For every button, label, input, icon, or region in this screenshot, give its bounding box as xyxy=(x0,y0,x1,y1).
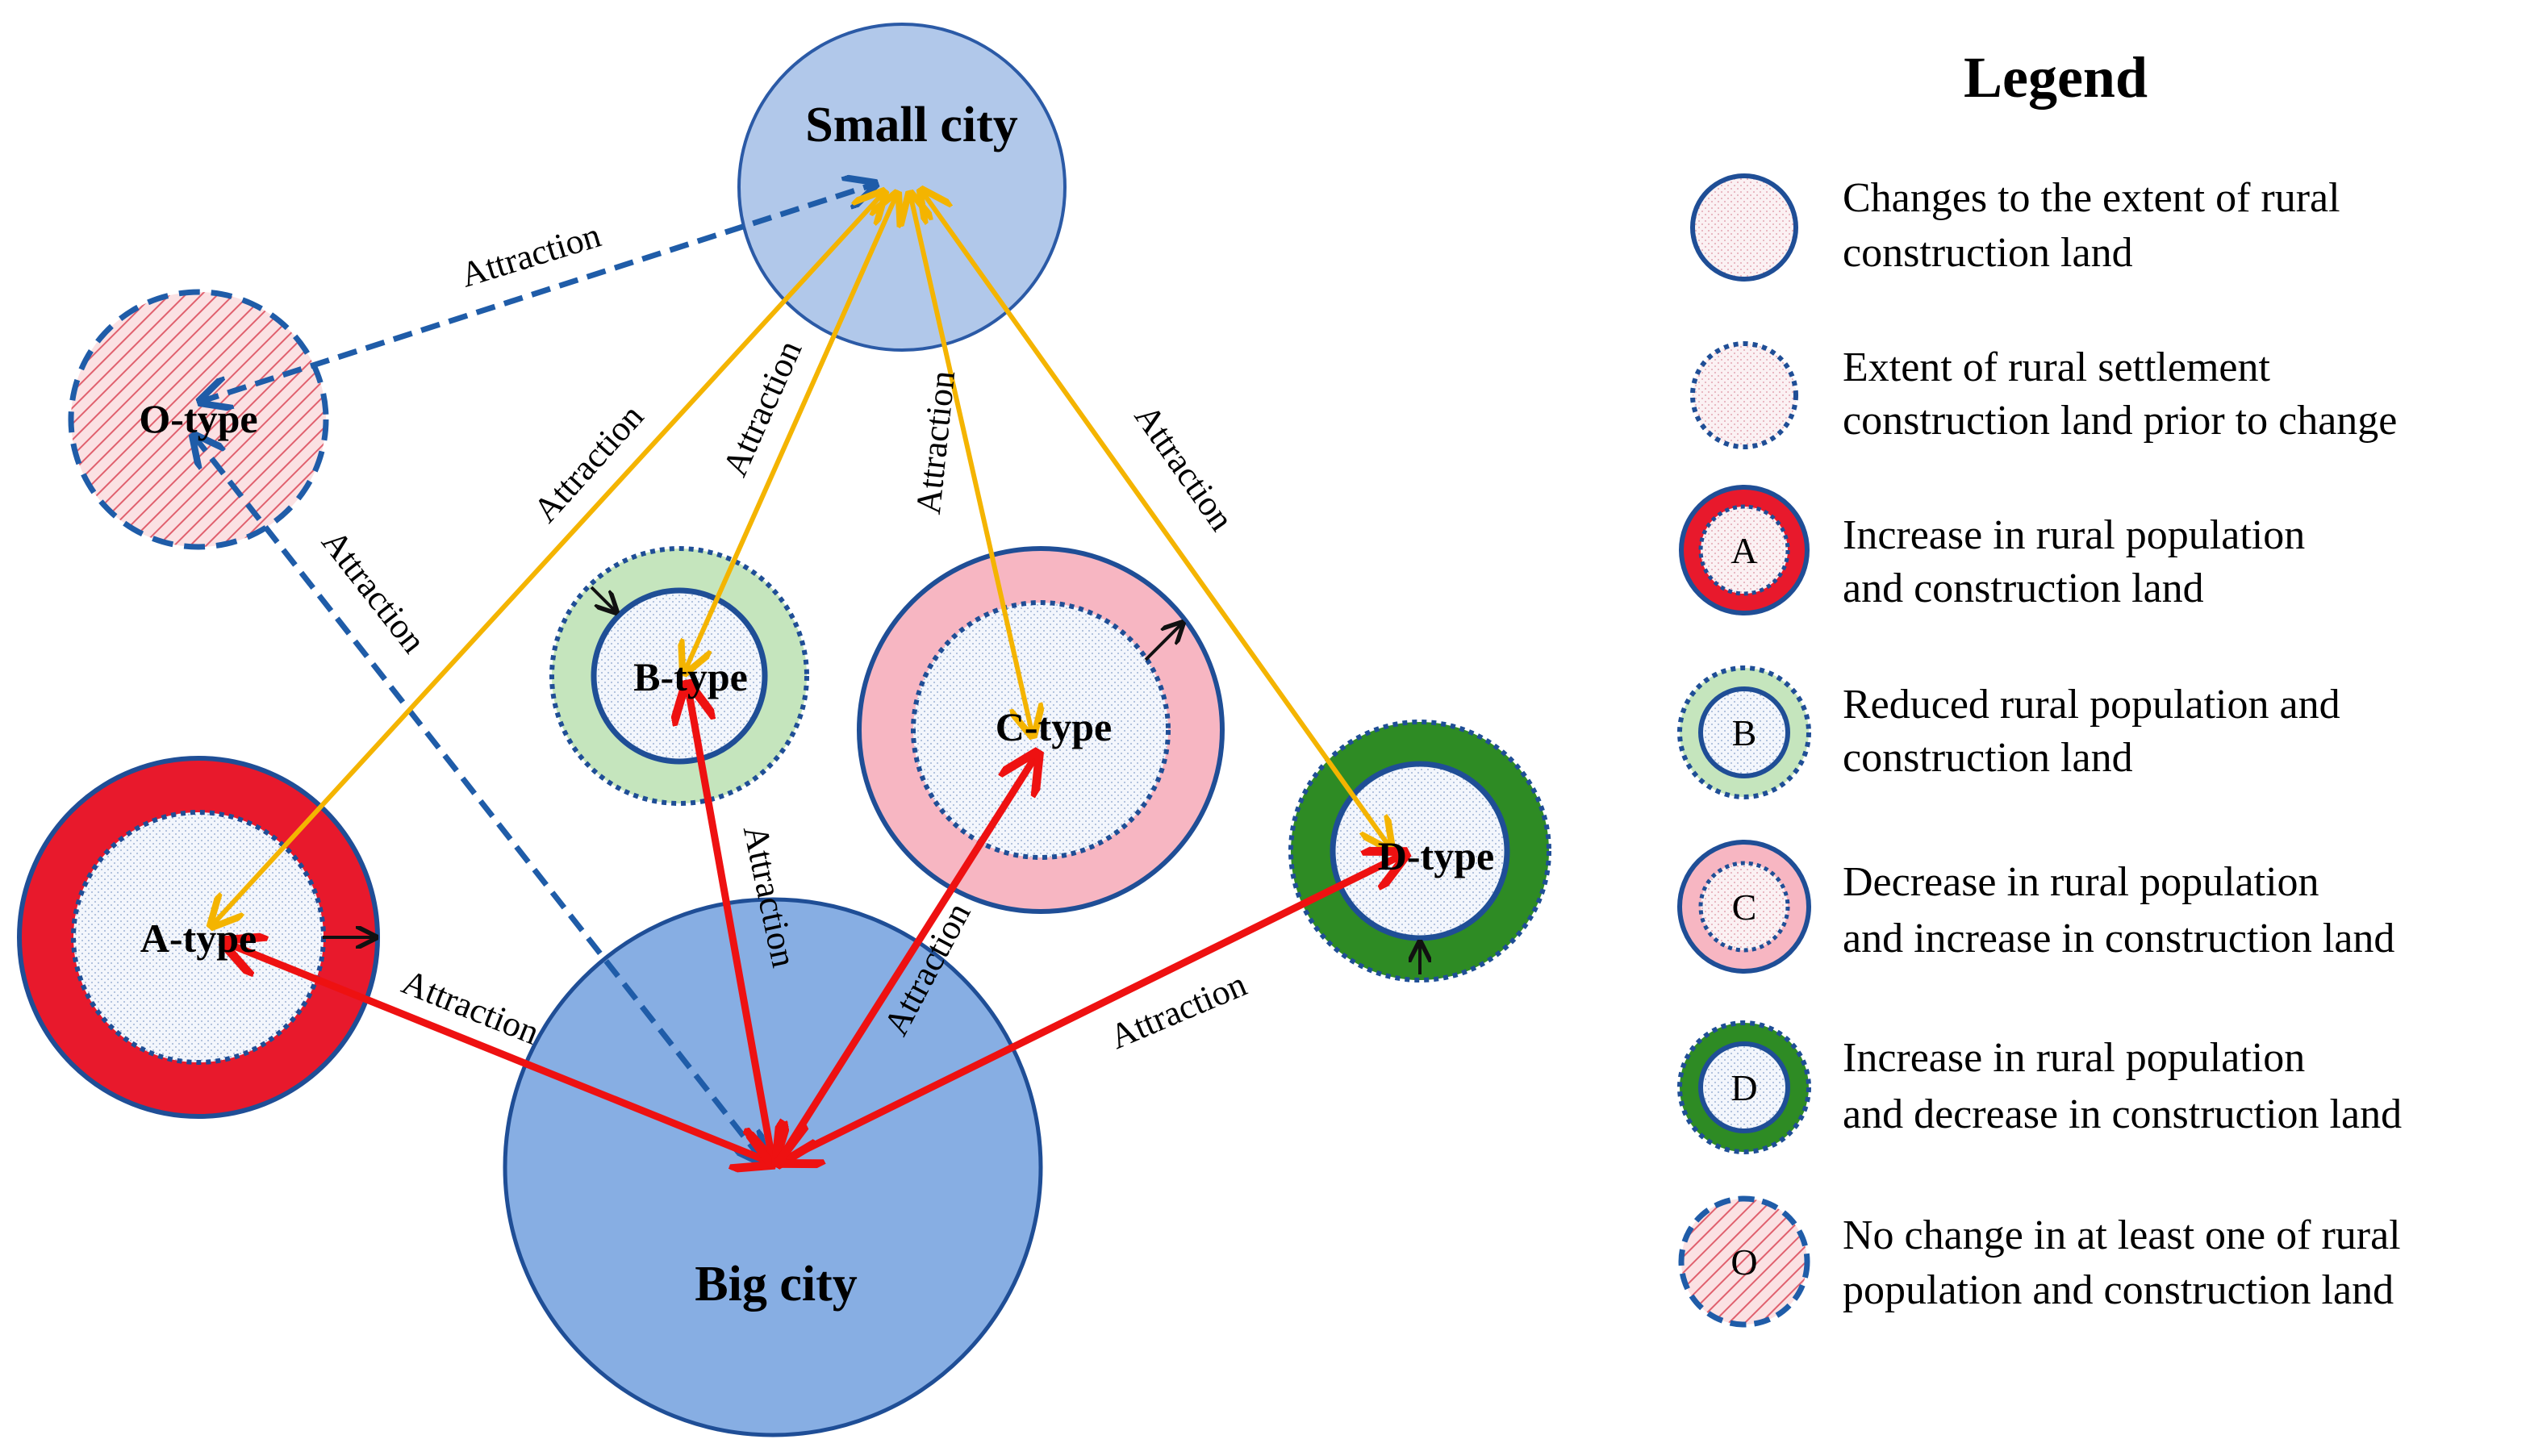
legend-title: Legend xyxy=(1964,45,2148,110)
arrow-d-big xyxy=(781,853,1405,1162)
legend-item: O No change in at least one of rural pop… xyxy=(1678,1195,2401,1328)
legend-text-line1: Extent of rural settlement xyxy=(1843,344,2270,390)
a-type-label: A-type xyxy=(140,916,257,961)
legend-swatch-prior-extent xyxy=(1690,341,1798,449)
edge-label-o-big: Attraction xyxy=(314,523,433,661)
c-type-label: C-type xyxy=(996,704,1112,749)
edge-label-d-big: Attraction xyxy=(1104,964,1252,1057)
big-city-label: Big city xyxy=(695,1257,857,1312)
b-type-label: B-type xyxy=(633,654,748,699)
legend-letter-d: D xyxy=(1731,1067,1757,1108)
legend-text-line2: and decrease in construction land xyxy=(1843,1091,2402,1137)
legend-swatch-changed-extent xyxy=(1690,173,1798,282)
legend-text-line2: construction land xyxy=(1843,230,2133,276)
legend-item: B Reduced rural population and construct… xyxy=(1677,665,2340,799)
legend-text-line2: population and construction land xyxy=(1843,1267,2394,1313)
legend-text-line1: No change in at least one of rural xyxy=(1843,1212,2401,1258)
edge-label-c-small: Attraction xyxy=(908,369,962,516)
arrow-b-big xyxy=(687,684,773,1163)
legend-letter-o: O xyxy=(1731,1241,1757,1283)
legend-text-line1: Increase in rural population xyxy=(1843,512,2305,558)
legend-text-line1: Changes to the extent of rural xyxy=(1843,175,2340,221)
legend-item: D Increase in rural population and decre… xyxy=(1677,1020,2402,1154)
legend-swatch-o xyxy=(1678,1195,1810,1328)
edge-label-b-small: Attraction xyxy=(715,335,809,482)
arrow-b-small xyxy=(684,194,897,673)
legend-item: C Decrease in rural population and incre… xyxy=(1677,840,2394,974)
o-type-label: O-type xyxy=(139,396,257,441)
legend-letter-b: B xyxy=(1732,712,1757,753)
legend-text-line2: and increase in construction land xyxy=(1843,916,2394,962)
legend-item: Extent of rural settlement construction … xyxy=(1690,341,2397,449)
legend-text-line1: Reduced rural population and xyxy=(1843,682,2340,728)
legend-letter-a: A xyxy=(1731,530,1757,571)
small-city-node xyxy=(737,23,1067,352)
legend-text-line2: construction land prior to change xyxy=(1843,398,2397,444)
d-type-label: D-type xyxy=(1378,833,1494,878)
arrow-a-small xyxy=(211,192,884,926)
arrow-d-small xyxy=(921,190,1391,849)
legend-text-line2: construction land xyxy=(1843,735,2133,781)
legend-text-line1: Decrease in rural population xyxy=(1843,859,2319,905)
legend-item: Changes to the extent of rural construct… xyxy=(1690,173,2340,282)
legend-item: A Increase in rural population and const… xyxy=(1679,485,2305,615)
edge-label-d-small: Attraction xyxy=(1127,398,1242,538)
big-city-node xyxy=(503,897,1043,1437)
small-city-label: Small city xyxy=(805,98,1017,152)
legend-letter-c: C xyxy=(1732,887,1757,928)
legend-text-line2: and construction land xyxy=(1843,565,2204,611)
edge-label-o-small: Attraction xyxy=(456,215,605,295)
legend: Legend Changes to the extent of rural co… xyxy=(1677,45,2402,1328)
legend-text-line1: Increase in rural population xyxy=(1843,1035,2305,1081)
